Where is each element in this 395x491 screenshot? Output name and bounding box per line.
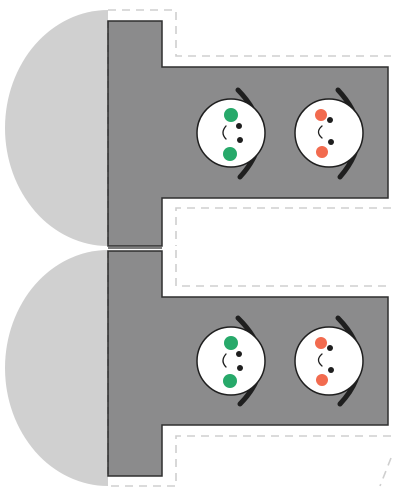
- eye-icon: [236, 123, 242, 129]
- nose-icon: [222, 125, 227, 140]
- lower-dashed-guide-top: [175, 250, 391, 287]
- upper-semicircle-flap: [5, 10, 108, 246]
- lower-red-face-circle: [294, 326, 364, 396]
- eye-icon: [236, 351, 242, 357]
- green-light-icon: [223, 374, 237, 388]
- red-light-icon: [315, 109, 327, 121]
- red-light-icon: [316, 146, 328, 158]
- upper-dashed-guide-bottom: [175, 207, 391, 246]
- green-light-icon: [224, 336, 238, 350]
- red-light-icon: [316, 374, 328, 386]
- eye-icon: [327, 117, 333, 123]
- upper-dashed-guide-top: [108, 9, 391, 57]
- eye-icon: [327, 345, 333, 351]
- lower-dashed-guide-corner: [379, 457, 392, 487]
- lower-red-light-face: [294, 315, 364, 407]
- green-light-icon: [223, 147, 237, 161]
- upper-red-face-circle: [294, 98, 364, 168]
- lower-green-light-face: [196, 315, 266, 407]
- eye-icon: [237, 365, 243, 371]
- eye-icon: [237, 137, 243, 143]
- red-light-icon: [315, 337, 327, 349]
- upper-cutout: [5, 9, 391, 247]
- lower-green-face-circle: [196, 326, 266, 396]
- eye-icon: [328, 367, 334, 373]
- lower-semicircle-flap: [5, 250, 108, 486]
- upper-red-light-face: [294, 87, 364, 180]
- nose-icon: [317, 125, 323, 139]
- upper-green-light-face: [196, 87, 266, 180]
- nose-icon: [317, 353, 323, 367]
- nose-icon: [222, 353, 227, 368]
- upper-green-face-circle: [196, 98, 266, 168]
- lower-cutout: [5, 250, 392, 487]
- lower-dashed-guide-bottom: [108, 435, 391, 487]
- green-light-icon: [224, 108, 238, 122]
- eye-icon: [328, 139, 334, 145]
